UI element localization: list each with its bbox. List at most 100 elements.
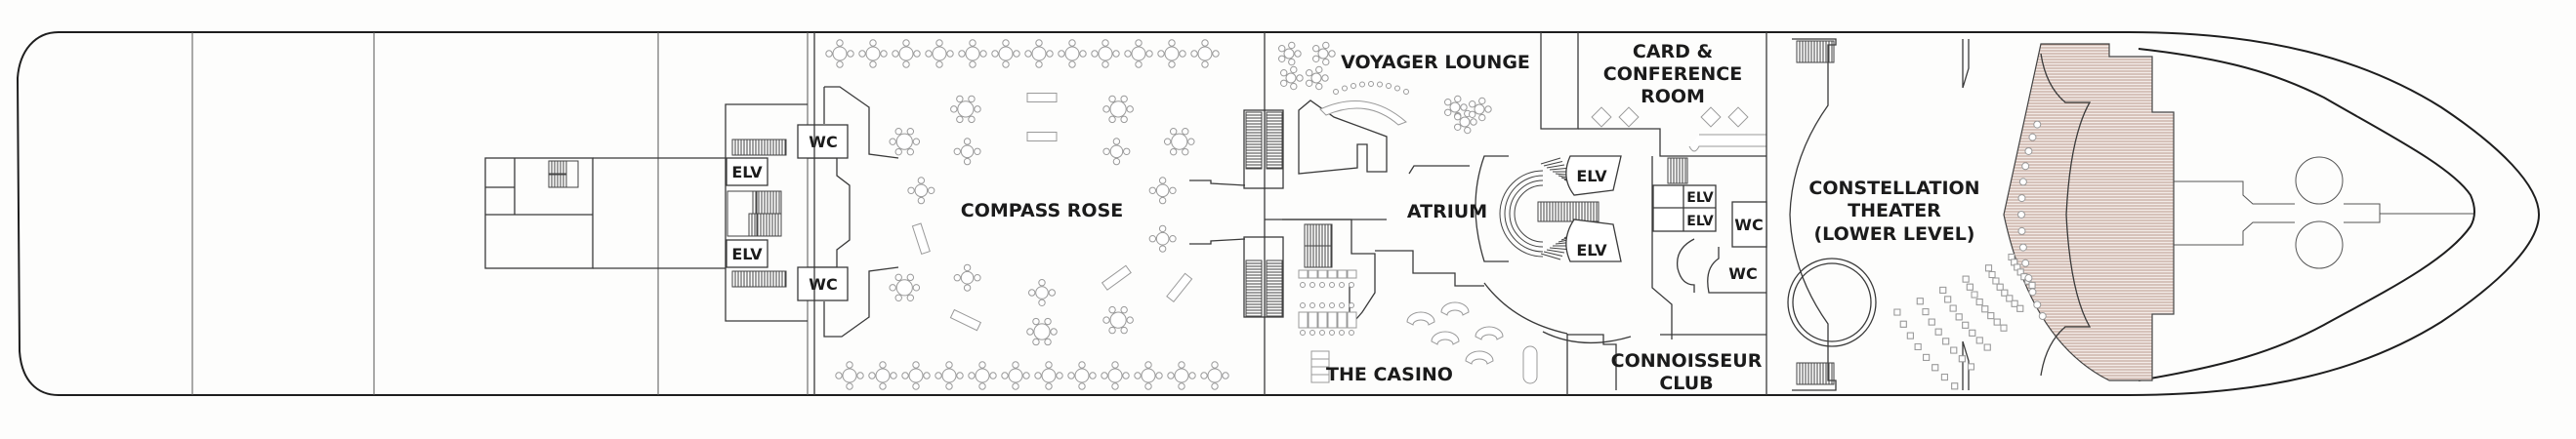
card-room-label-2: CONFERENCE [1603, 63, 1742, 85]
seat-icon [2017, 211, 2025, 219]
venue-card-conference-room[interactable]: CARD & CONFERENCE ROOM [1578, 41, 1767, 157]
venue-atrium[interactable]: ELV ELV ATRIUM [1265, 155, 1632, 344]
card-table-icon [1591, 106, 1612, 128]
seat-icon [2018, 243, 2027, 252]
seat-icon [1893, 308, 1901, 316]
elevator-label: ELV [1686, 214, 1714, 229]
seat-icon [1971, 291, 1978, 299]
seat-icon [2017, 194, 2026, 203]
seat-icon [2038, 312, 2047, 321]
seat-icon [2011, 299, 2018, 307]
seat-icon [1955, 313, 1963, 321]
stair-icon [1796, 362, 1835, 385]
theater-label-3: (LOWER LEVEL) [1813, 223, 1974, 245]
stair-icon [731, 139, 787, 156]
seat-icon [2016, 268, 2024, 276]
table-icon [868, 361, 897, 390]
elevator-label: ELV [731, 163, 763, 181]
table-icon [1102, 138, 1131, 166]
anchor-winch-port [2295, 156, 2344, 205]
seat-icon [2024, 146, 2033, 155]
seat-icon [1906, 332, 1914, 339]
stair-icon [1304, 245, 1333, 268]
table-icon [1469, 97, 1492, 122]
venue-constellation-theater[interactable]: CONSTELLATION THEATER (LOWER LEVEL) [1787, 38, 2175, 391]
venue-the-casino[interactable]: THE CASINO [1282, 219, 1568, 395]
anchor-winch-starboard [2295, 220, 2344, 269]
seat-icon [1987, 312, 1995, 320]
venue-voyager-lounge[interactable]: VOYAGER LOUNGE [1278, 32, 1579, 175]
connoisseur-club-label-1: CONNOISSEUR [1611, 350, 1763, 372]
elevator-label: ELV [1686, 190, 1714, 206]
table-icon [1157, 39, 1186, 68]
seat-icon [2017, 226, 2026, 235]
seat-icon [1996, 283, 2004, 291]
table-icon [1306, 65, 1329, 91]
atrium-grand-staircase [1499, 157, 1600, 260]
seat-icon [1958, 355, 1966, 363]
stair-icon [731, 270, 787, 288]
venue-compass-rose[interactable]: COMPASS ROSE [813, 32, 1246, 395]
table-icon [1312, 41, 1336, 66]
wc-aft-starboard: WC [797, 266, 849, 301]
seat-icon [1939, 286, 1947, 294]
stair-icon [1537, 201, 1600, 222]
compass-rose-label: COMPASS ROSE [961, 200, 1123, 221]
seat-icon [1940, 374, 1948, 381]
seat-icon [2021, 162, 2030, 171]
seat-icon [1993, 318, 2001, 326]
seat-icon [1988, 271, 1996, 279]
card-table-icon [1618, 106, 1640, 128]
theater-label-1: CONSTELLATION [1808, 178, 1979, 199]
theater-label-2: THEATER [1848, 200, 1941, 221]
table-icon [1102, 305, 1134, 335]
venue-connoisseur-club[interactable]: CONNOISSEUR CLUB [1567, 334, 1766, 394]
table-icon [1148, 224, 1177, 253]
hull-outline [16, 31, 2541, 396]
table-icon [953, 263, 981, 292]
table-icon [968, 361, 997, 390]
midship-stairs [1243, 32, 1333, 395]
table-icon [991, 39, 1020, 68]
seat-icon [1969, 329, 1976, 337]
table-icon [1278, 41, 1302, 66]
aft-structure [484, 157, 594, 269]
table-icon [1091, 39, 1120, 68]
table-icon [901, 361, 931, 390]
table-icon [889, 128, 921, 156]
theater-seating [1893, 120, 2047, 390]
seat-icon [1967, 363, 1974, 371]
table-icon [1101, 264, 1132, 291]
table-icon [1200, 361, 1229, 390]
table-icon [949, 308, 982, 332]
elevator-label: ELV [1576, 241, 1607, 259]
seat-icon [2018, 178, 2027, 186]
voyager-lounge-furniture [1278, 41, 1492, 135]
table-icon [925, 39, 954, 68]
stair-icon [548, 174, 567, 188]
elevator-aft-port: ELV [726, 157, 769, 186]
seat-icon [2028, 288, 2037, 297]
stair-icon [1667, 157, 1688, 184]
seat-icon [1928, 318, 1935, 326]
table-icon [858, 39, 888, 68]
table-icon [958, 39, 987, 68]
wc-label: WC [1734, 216, 1763, 234]
elevator-aft-starboard: ELV [726, 239, 769, 268]
aft-stair [548, 160, 579, 188]
table-icon [907, 177, 935, 205]
bow-windlass [2174, 156, 2473, 269]
casino-furniture [1298, 269, 1538, 384]
seat-icon [2016, 304, 2024, 312]
seat-icon [1942, 338, 1950, 345]
seat-icon [2033, 120, 2042, 129]
stair-icon [748, 213, 782, 237]
seat-icon [1975, 337, 1983, 344]
table-icon [1001, 361, 1030, 390]
seat-icon [1923, 353, 1931, 361]
table-icon [935, 361, 964, 390]
card-room-label-1: CARD & [1633, 41, 1713, 62]
seat-icon [1962, 275, 1970, 283]
connoisseur-club-label-2: CLUB [1659, 373, 1713, 394]
